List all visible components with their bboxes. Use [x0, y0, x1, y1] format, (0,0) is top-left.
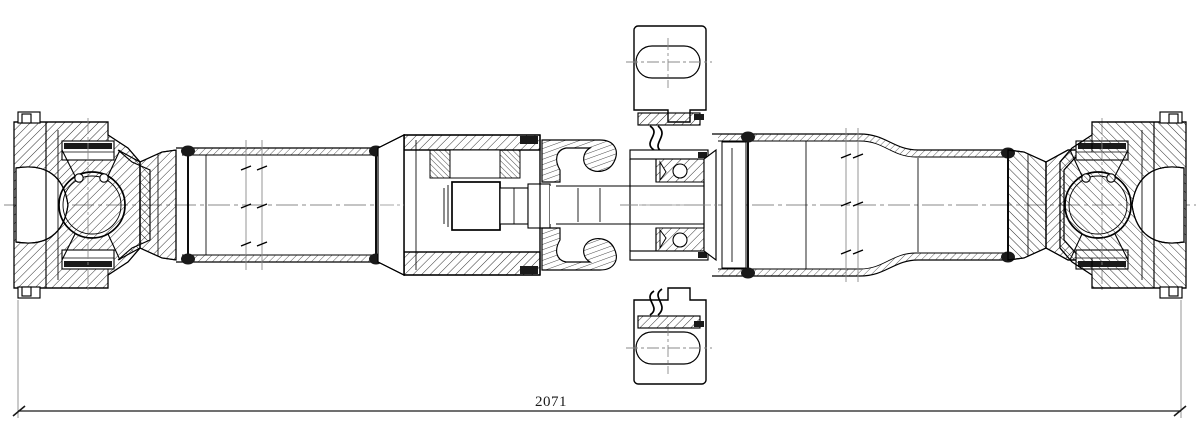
rear-tube — [712, 128, 1015, 282]
center-mount-bracket-upper — [626, 25, 712, 123]
overall-length-dimension: 2071 — [12, 300, 1187, 418]
spline-boot-seal — [541, 139, 620, 271]
center-bearing-support — [620, 112, 717, 329]
rear-tube-weld-yoke — [1007, 149, 1084, 261]
rear-yoke-flange — [1059, 111, 1187, 299]
front-tube-weld-yoke — [117, 149, 177, 261]
break-line-front-tube — [240, 140, 268, 270]
break-line-rear-tube — [840, 128, 864, 282]
slip-yoke — [377, 134, 551, 276]
dimension-tick-left — [12, 405, 26, 417]
front-tube — [176, 140, 404, 270]
dimension-value-overall-length: 2071 — [535, 394, 567, 410]
dimension-tick-right — [1173, 405, 1187, 417]
center-mount-bracket-lower — [626, 287, 712, 385]
front-yoke-flange — [13, 111, 141, 299]
front-universal-joint — [58, 118, 126, 292]
